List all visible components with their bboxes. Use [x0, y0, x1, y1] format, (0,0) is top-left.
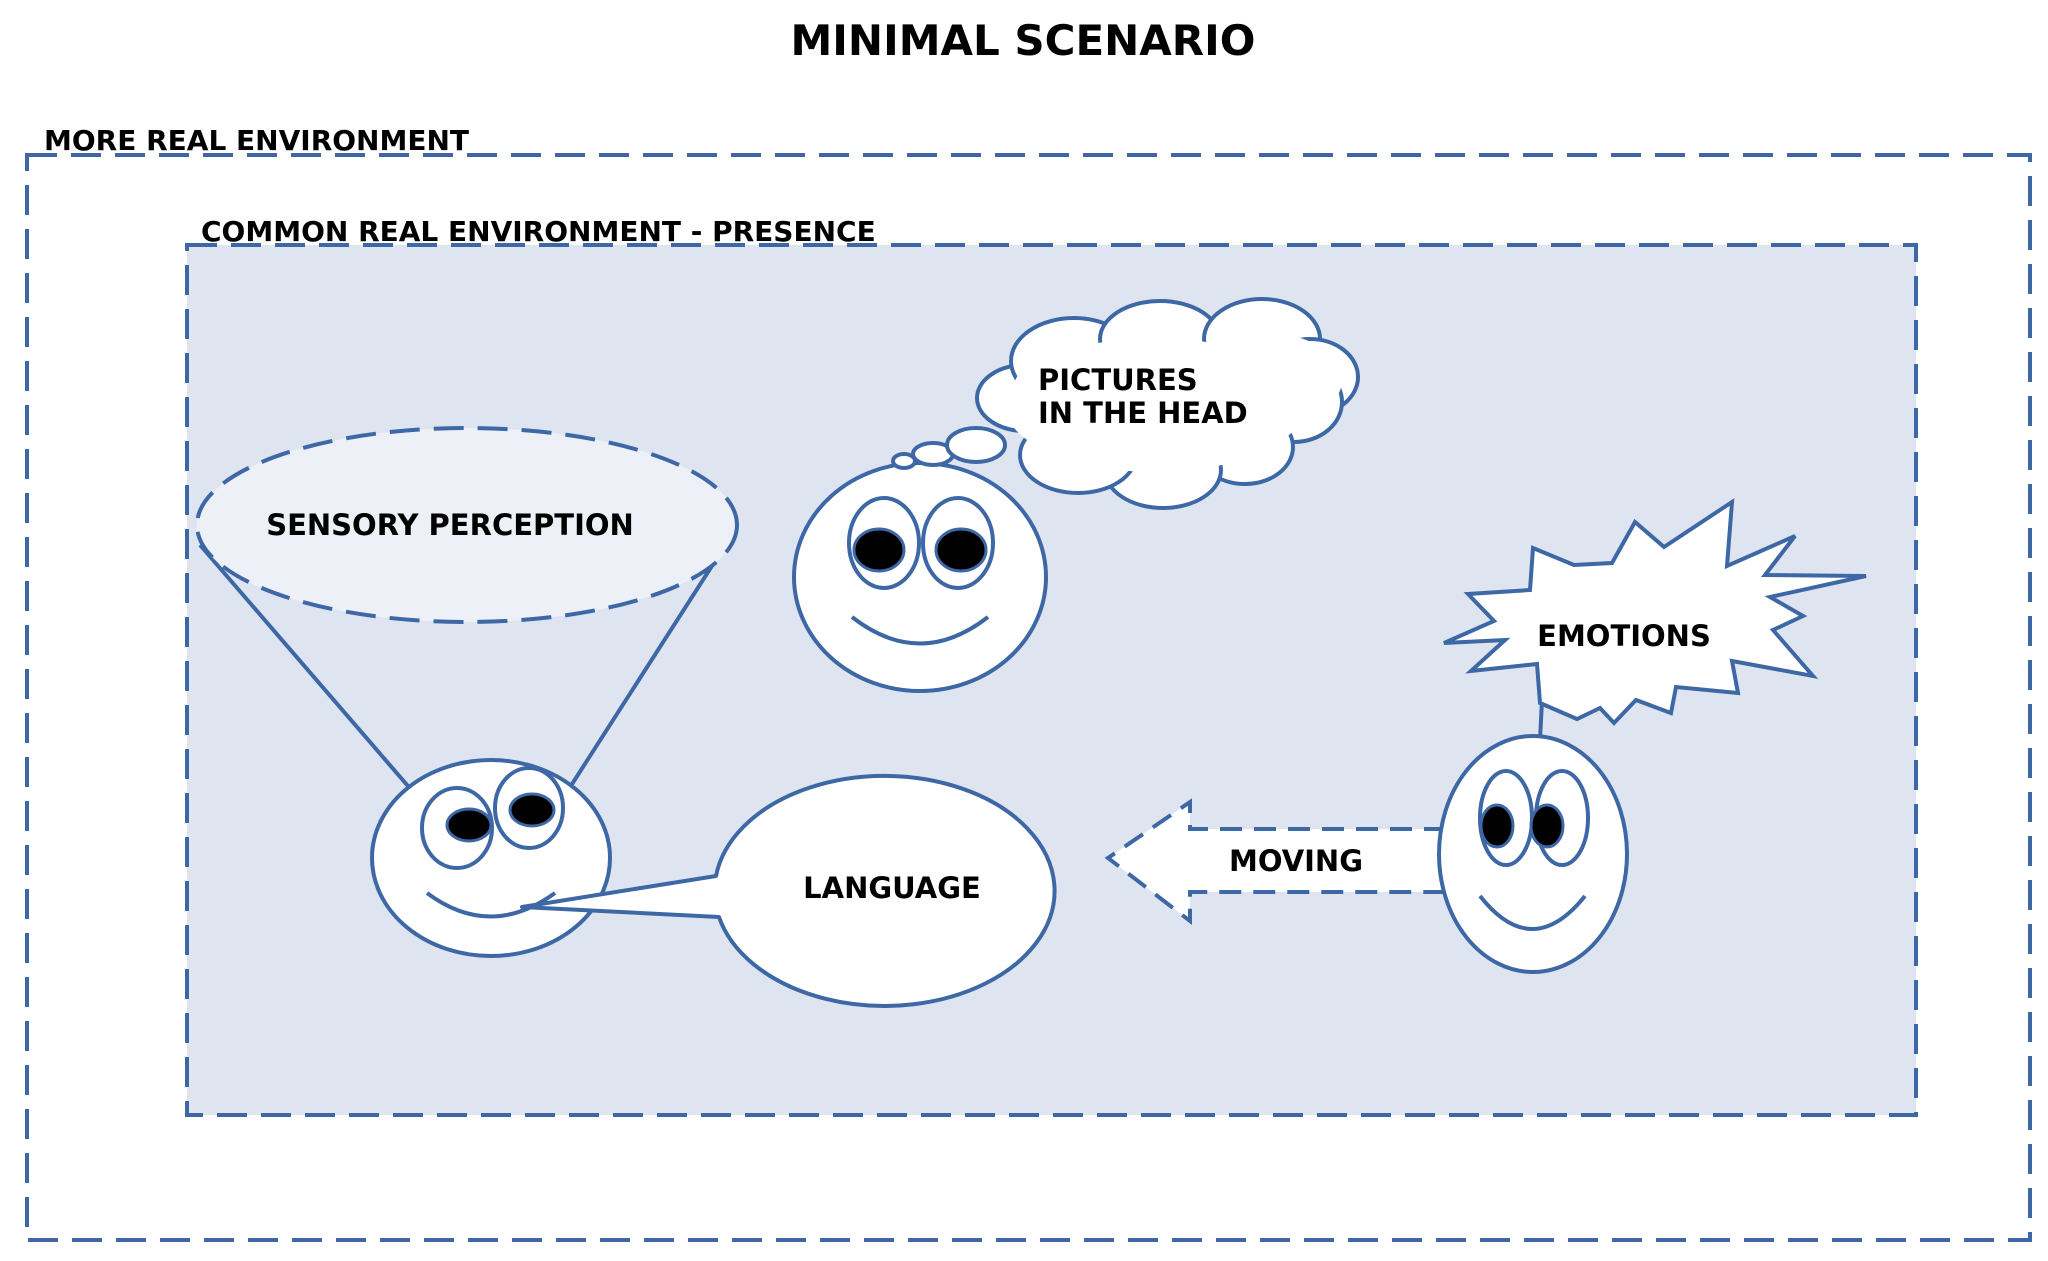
sensory-perception-ellipse: [195, 426, 739, 624]
right-pupil: [1529, 803, 1565, 849]
emotions-label: EMOTIONS: [1537, 619, 1711, 653]
right-pupil: [934, 527, 988, 573]
right-pupil: [508, 792, 556, 828]
outer-environment-frame: [25, 153, 2032, 1242]
smile: [1478, 894, 1587, 931]
sensory-perception-cone: SENSORY PERCEPTION: [195, 426, 739, 802]
outer-environment-label: MORE REAL ENVIRONMENT: [44, 124, 469, 157]
pictures-thought-cloud: PICTURES IN THE HEAD: [891, 297, 1360, 510]
smile: [850, 615, 990, 646]
moving-label: MOVING: [1229, 844, 1363, 878]
left-pupil: [852, 527, 906, 573]
left-pupil: [1479, 803, 1515, 849]
left-pupil: [445, 807, 493, 843]
face-thinker: [792, 461, 1048, 693]
diagram-title: MINIMAL SCENARIO: [791, 16, 1256, 65]
language-speech-bubble: LANGUAGE: [520, 773, 1057, 1008]
pictures-label-line1: PICTURES: [1038, 363, 1198, 397]
face-speaker: [370, 758, 612, 958]
sensory-perception-label: SENSORY PERCEPTION: [266, 508, 634, 542]
moving-arrow: MOVING: [1104, 798, 1448, 926]
language-label: LANGUAGE: [803, 871, 981, 905]
inner-environment-label: COMMON REAL ENVIRONMENT - PRESENCE: [201, 215, 876, 248]
face-mover: [1437, 734, 1629, 974]
pictures-label-line2: IN THE HEAD: [1038, 396, 1248, 430]
emotions-starburst: EMOTIONS: [1443, 498, 1867, 741]
